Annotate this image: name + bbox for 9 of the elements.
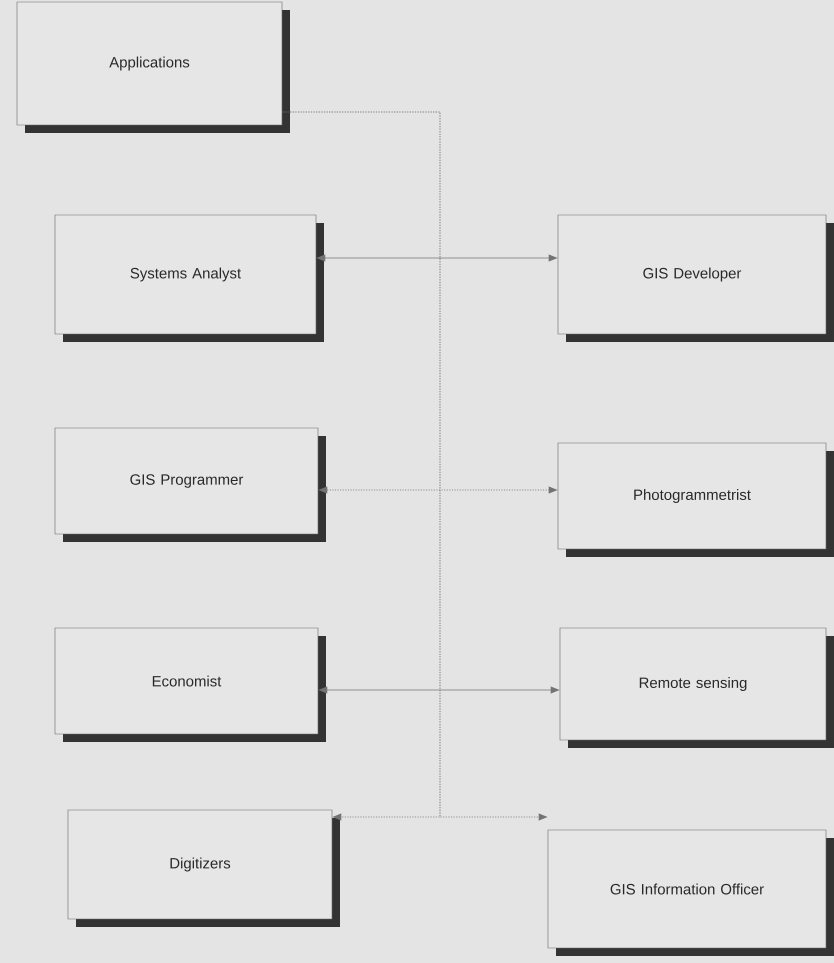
role-box: Economist: [54, 628, 326, 742]
role-box: GIS Developer: [558, 214, 834, 342]
role-box: Applications: [16, 2, 290, 133]
role-box: GIS Information Officer: [548, 830, 834, 956]
role-box: Remote sensing: [560, 628, 834, 748]
role-box: Digitizers: [68, 810, 340, 927]
role-box: Systems Analyst: [54, 214, 324, 342]
role-box: Photogrammetrist: [558, 442, 834, 557]
role-box: GIS Programmer: [54, 428, 326, 542]
